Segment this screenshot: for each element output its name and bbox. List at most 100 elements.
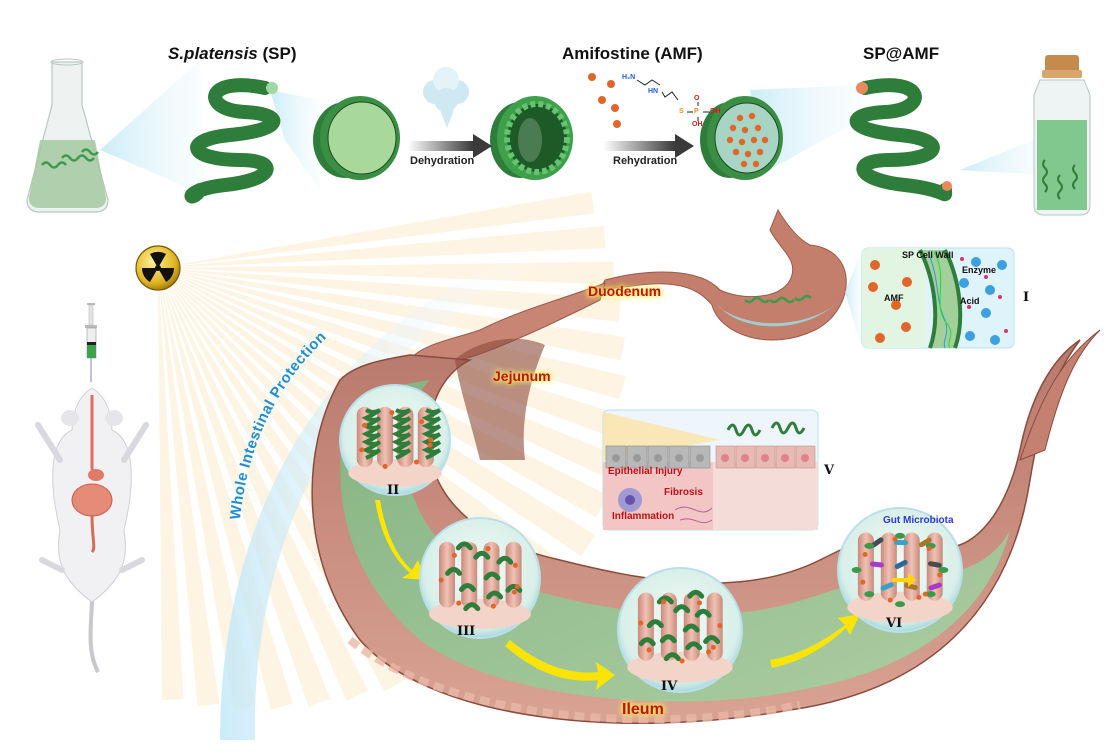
radiation-ray xyxy=(158,268,368,701)
villi-II-marker: II xyxy=(387,483,400,498)
amf-dot xyxy=(926,545,932,551)
sp-fragment xyxy=(486,590,504,600)
sp-spiral-end xyxy=(266,82,278,94)
amf-dot xyxy=(705,649,711,655)
spamf-spiral-icon xyxy=(849,78,953,202)
protected-epithelium xyxy=(715,445,816,469)
radiation-ray xyxy=(158,268,220,707)
radiation-ray xyxy=(158,268,331,707)
sp-title-suffix: (SP) xyxy=(257,44,297,63)
injured-epithelium xyxy=(605,445,711,469)
amf-dot xyxy=(359,447,365,453)
bacterium xyxy=(869,561,884,568)
fibrosis-label: Fibrosis xyxy=(664,487,703,498)
sp-coil xyxy=(421,408,442,460)
ileum-label: Ileum xyxy=(622,701,664,718)
sp-fragment xyxy=(656,595,674,605)
microbiota-shift-arrow xyxy=(892,573,916,587)
amf-dot xyxy=(887,597,893,603)
bacterium xyxy=(928,582,942,591)
amf-dot xyxy=(710,644,716,650)
villus xyxy=(461,541,478,608)
amf-dot xyxy=(756,148,764,156)
dehydration-label: Dehydration xyxy=(410,155,475,167)
inset-I-panel xyxy=(861,247,1015,349)
bacterium xyxy=(894,559,908,569)
amf-dot xyxy=(362,422,368,428)
villus xyxy=(660,592,677,661)
chem-sulfur: S xyxy=(679,108,684,115)
villi-IV-marker: IV xyxy=(661,679,678,694)
bacterium xyxy=(871,537,884,548)
flask-icon xyxy=(26,58,109,213)
amf-dot xyxy=(922,591,928,597)
sp-fragment xyxy=(638,637,656,647)
amf-dot xyxy=(892,536,898,542)
amf-dot xyxy=(750,136,758,144)
inset-I-cell-wall-label: SP Cell Wall xyxy=(902,250,954,260)
dehydrated-cylinder-icon xyxy=(490,96,573,180)
chem-imine: HN xyxy=(648,88,659,95)
inset-I-enzyme-label: Enzyme xyxy=(962,265,997,275)
amf-dot xyxy=(761,136,769,144)
villus xyxy=(857,532,874,601)
radiation-icon xyxy=(135,245,181,291)
sp-fragment xyxy=(455,541,473,551)
villi-bubble xyxy=(339,384,451,496)
sp-fragment xyxy=(646,619,664,629)
sp-fragment xyxy=(505,583,523,593)
amf-dot xyxy=(754,124,762,132)
inset-V-marker: V xyxy=(824,463,835,478)
amf-dot xyxy=(414,459,420,465)
sp-fragment xyxy=(685,641,703,651)
inset-I-marker: I xyxy=(1023,290,1030,305)
amf-dot xyxy=(752,160,760,168)
amf-dot xyxy=(485,546,491,552)
amf-dot xyxy=(729,124,737,132)
bacterium xyxy=(918,537,932,548)
sp-title: S.platensis (SP) xyxy=(168,44,297,64)
amf-dot xyxy=(514,584,520,590)
inset-I-acid-label: Acid xyxy=(960,296,980,306)
sp-fragment xyxy=(496,555,514,565)
amf-dot xyxy=(382,463,388,469)
sp-fragment xyxy=(659,634,677,644)
sp-title-italic: S.platensis xyxy=(168,44,258,63)
zoom-beam-flask xyxy=(100,60,205,195)
villi-VI-marker: VI xyxy=(886,616,903,631)
rehydration-arrow xyxy=(603,134,694,158)
chem-hydroxyl-1: OH xyxy=(710,108,721,115)
dehydration-arrow xyxy=(408,134,492,158)
gut-microbiota-label: Gut Microbiota xyxy=(883,515,954,526)
sp-fragment xyxy=(663,652,681,662)
chem-oxygen: O xyxy=(694,95,700,102)
amf-dot xyxy=(717,623,723,629)
amf-dot xyxy=(748,112,756,120)
amf-dot xyxy=(736,114,744,122)
dehydration-cloud-icon xyxy=(423,67,469,128)
protection-arc xyxy=(220,245,560,740)
amf-dot xyxy=(862,552,868,557)
amf-dot xyxy=(679,658,685,664)
inset-V-panel xyxy=(602,409,819,531)
amf-dot xyxy=(490,603,496,609)
amf-dot xyxy=(937,572,943,578)
amf-dot xyxy=(389,410,395,416)
amf-dot xyxy=(741,126,749,134)
villi-bubble xyxy=(419,517,541,639)
inset-V-spirals xyxy=(726,421,806,437)
duodenum-label: Duodenum xyxy=(588,283,662,299)
radiation-ray xyxy=(158,225,606,268)
amf-dot xyxy=(744,150,752,158)
sp-fragment xyxy=(682,623,700,633)
amf-dot xyxy=(738,138,746,146)
bacterium xyxy=(880,582,894,591)
radiation-ray xyxy=(158,268,621,322)
radiation-ray xyxy=(158,191,595,268)
sp-fragment xyxy=(483,571,501,581)
inflammation-label: Inflammation xyxy=(612,511,675,522)
epithelial-injury-label: Epithelial Injury xyxy=(608,466,683,477)
sp-fragment xyxy=(673,604,691,614)
sp-spiral-icon xyxy=(184,78,281,204)
amf-dot xyxy=(732,148,740,156)
